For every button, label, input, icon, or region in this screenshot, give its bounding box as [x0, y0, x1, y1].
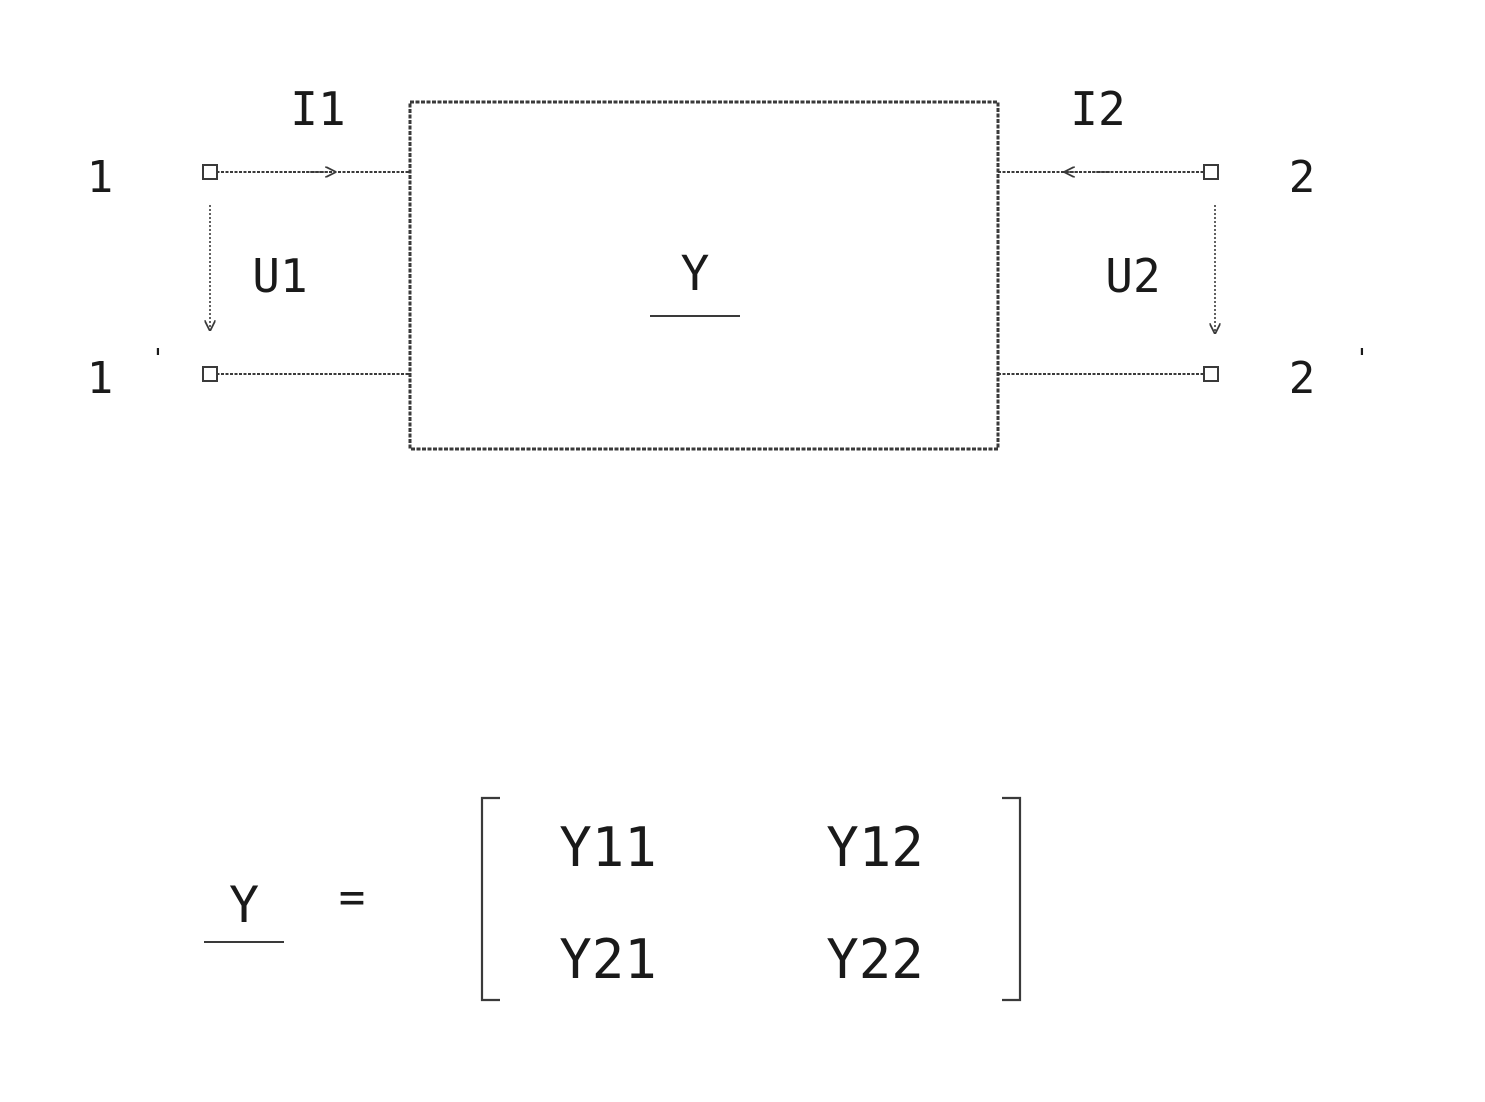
- port-label-left-top: 1: [87, 152, 114, 203]
- terminal-left-top: [202, 164, 218, 180]
- terminal-right-bottom: [1203, 366, 1219, 382]
- matrix-right-bracket: [1002, 796, 1022, 1002]
- matrix-left-bracket: [480, 796, 500, 1002]
- port-label-left-bottom: 1: [87, 353, 114, 404]
- current-in-label: I1: [290, 82, 345, 136]
- two-port-block: [408, 100, 1000, 451]
- equation-operator: =: [339, 872, 366, 923]
- matrix-entry-12: Y12: [826, 816, 924, 879]
- matrix-entry-22: Y22: [826, 928, 924, 991]
- equation-lhs: Y: [229, 876, 259, 934]
- port-label-left-bottom-prime: ': [150, 344, 166, 374]
- port-label-right-bottom-prime: ': [1354, 344, 1370, 374]
- block-label: Y: [681, 246, 710, 302]
- terminal-right-top: [1203, 164, 1219, 180]
- matrix-entry-21: Y21: [559, 928, 657, 991]
- current-out-label: I2: [1070, 82, 1125, 136]
- port-label-right-bottom: 2: [1289, 353, 1316, 404]
- voltage-out-label: U2: [1105, 249, 1160, 303]
- voltage-in-label: U1: [252, 249, 307, 303]
- terminal-left-bottom: [202, 366, 218, 382]
- matrix-entry-11: Y11: [559, 816, 657, 879]
- port-label-right-top: 2: [1289, 152, 1316, 203]
